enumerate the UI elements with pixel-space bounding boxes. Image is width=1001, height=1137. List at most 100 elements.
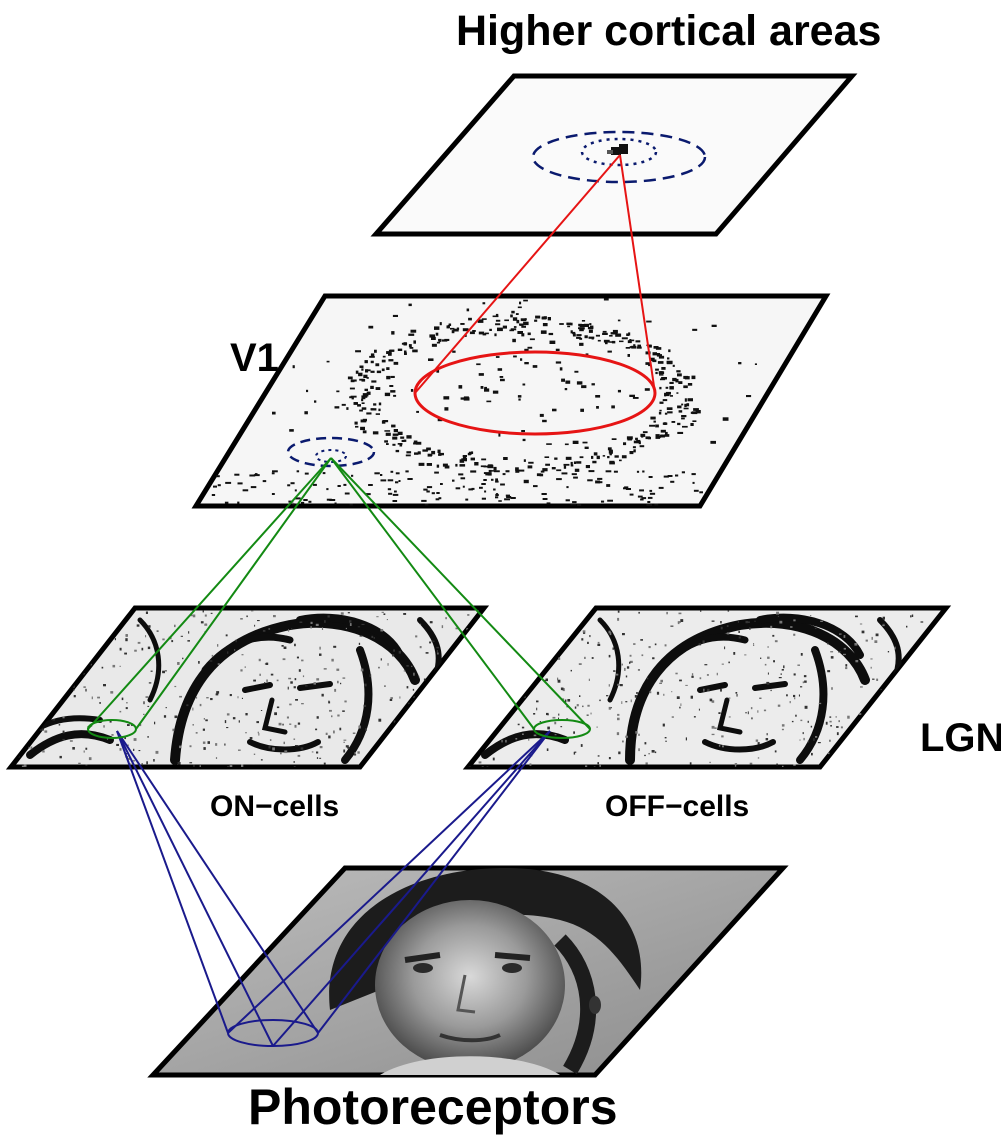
- v1-dot: [648, 476, 653, 478]
- lgn-speckle: [229, 765, 233, 767]
- v1-dot: [546, 443, 552, 445]
- v1-dot: [635, 437, 638, 440]
- v1-dot: [583, 323, 589, 327]
- lgn-speckle: [856, 731, 860, 734]
- lgn-speckle: [287, 686, 289, 690]
- lgn-speckle: [749, 762, 753, 765]
- lgn-speckle: [365, 728, 367, 731]
- lgn-speckle: [58, 724, 61, 726]
- lgn-speckle: [490, 644, 494, 647]
- lgn-speckle: [62, 623, 65, 626]
- lgn-speckle: [711, 725, 715, 729]
- v1-dot: [614, 330, 618, 334]
- lgn-speckle: [240, 669, 243, 672]
- v1-dot: [485, 472, 489, 476]
- portrait-hair: [329, 868, 642, 1010]
- lgn-speckle: [146, 761, 148, 765]
- lgn-speckle: [496, 672, 499, 676]
- lgn-speckle: [114, 638, 116, 641]
- lgn-speckle: [83, 750, 85, 753]
- lgn-speckle: [374, 754, 376, 756]
- v1-dot: [397, 348, 403, 351]
- lgn-speckle: [825, 721, 828, 725]
- v1-dot: [488, 469, 492, 473]
- lgn-speckle: [830, 656, 834, 659]
- lgn-speckle: [774, 640, 778, 643]
- lgn-speckle: [900, 742, 903, 745]
- lgn-speckle: [469, 662, 472, 664]
- v1-dot: [292, 503, 295, 506]
- lgn-speckle: [358, 642, 361, 645]
- lgn-speckle: [74, 643, 78, 646]
- v1-dot: [500, 483, 505, 486]
- lgn-speckle: [820, 620, 823, 622]
- lgn-speckle: [525, 623, 529, 627]
- lgn-speckle: [854, 643, 858, 646]
- v1-dot: [368, 484, 373, 486]
- lgn-speckle: [483, 711, 485, 713]
- v1-dot: [535, 315, 541, 319]
- lgn-speckle: [505, 739, 507, 743]
- lgn-speckle: [244, 666, 246, 668]
- lgn-speckle: [779, 620, 783, 624]
- lgn-speckle: [180, 635, 183, 637]
- lgn-speckle: [457, 709, 459, 711]
- v1-dot: [405, 454, 411, 457]
- lgn-speckle: [640, 639, 643, 641]
- lgn-speckle: [461, 689, 464, 692]
- v1-dot: [417, 451, 421, 455]
- lgn-speckle: [119, 748, 122, 751]
- lgn-speckle: [744, 654, 747, 656]
- v1-dot: [502, 473, 506, 476]
- lgn-speckle: [196, 696, 198, 699]
- v1-dot: [400, 436, 405, 439]
- lgn-speckle: [425, 652, 429, 654]
- v1-dot: [617, 389, 621, 393]
- lgn-speckle: [268, 745, 271, 749]
- v1-dot: [596, 455, 600, 460]
- lgn-speckle: [354, 754, 357, 756]
- lgn-speckle: [586, 714, 589, 716]
- lgn-speckle: [854, 756, 857, 759]
- v1-dot: [647, 501, 651, 503]
- lgn-speckle: [617, 610, 620, 613]
- v1-dot: [681, 417, 685, 420]
- lgn-speckle: [866, 761, 870, 763]
- lgn-speckle: [839, 633, 842, 635]
- lgn-speckle: [503, 709, 506, 712]
- lgn-speckle: [147, 705, 150, 707]
- lgn-speckle: [316, 678, 320, 681]
- lgn-speckle: [724, 646, 726, 650]
- lgn-speckle: [522, 733, 524, 735]
- v1-dot: [655, 347, 662, 350]
- v1-dot: [482, 333, 487, 336]
- v1-dot: [458, 385, 463, 389]
- v1-dot: [591, 337, 594, 340]
- lgn-speckle: [18, 725, 20, 729]
- v1-dot: [644, 388, 650, 391]
- lgn-speckle: [649, 691, 652, 694]
- v1-dot: [578, 327, 584, 330]
- lgn-speckle: [767, 646, 769, 648]
- lgn-speckle: [728, 697, 731, 699]
- lgn-speckle: [148, 682, 152, 684]
- lgn-speckle: [232, 717, 236, 720]
- lgn-speckle: [567, 699, 571, 702]
- lgn-speckle: [557, 677, 559, 681]
- lgn-speckle: [478, 689, 482, 691]
- lgn-speckle: [913, 705, 916, 709]
- lgn-speckle: [468, 742, 470, 745]
- lgn-speckle: [189, 762, 193, 764]
- lgn-speckle: [199, 765, 201, 767]
- v1-dot: [536, 473, 542, 477]
- v1-dot: [392, 433, 399, 436]
- v1-dot: [360, 419, 367, 423]
- lgn-speckle: [815, 736, 818, 738]
- v1-dot: [250, 486, 257, 489]
- v1-dot: [678, 410, 683, 413]
- v1-dot: [272, 411, 276, 415]
- lgn-speckle: [421, 760, 423, 763]
- lgn-speckle: [596, 726, 598, 728]
- v1-dot: [504, 498, 510, 501]
- lgn-speckle: [533, 734, 537, 737]
